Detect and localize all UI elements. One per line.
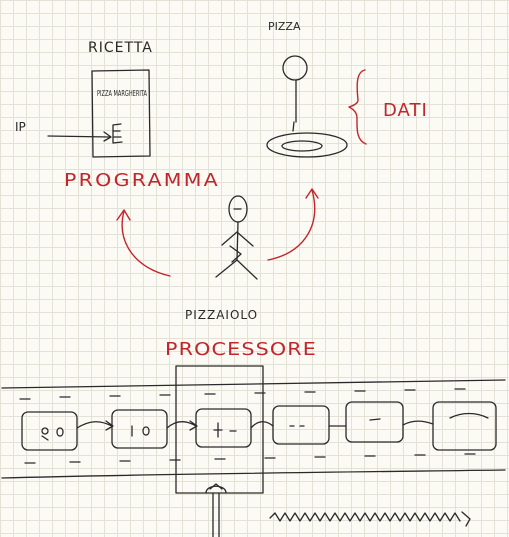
recipe-steps	[112, 123, 123, 144]
process-box-5	[345, 401, 404, 443]
process-box-1	[21, 411, 78, 451]
ip-label: IP	[15, 120, 26, 134]
processore-label: PROCESSORE	[165, 339, 317, 360]
process-box-2	[111, 409, 168, 449]
arrow-to-programma	[116, 209, 171, 277]
programma-label: PROGRAMMA	[64, 170, 220, 191]
flow-arrow-2	[166, 420, 198, 431]
process-box-6	[432, 401, 497, 451]
ip-arrow	[47, 131, 112, 142]
arrow-to-dati	[267, 188, 319, 261]
dati-brace	[348, 69, 367, 145]
pizzaiolo-figure	[215, 195, 258, 280]
flow-arrow-3	[250, 421, 274, 429]
recipe-card	[91, 69, 151, 158]
recipe-title-text: PIZZA MARGHERITA	[97, 89, 147, 98]
process-box-4	[272, 405, 330, 445]
pizzaiolo-label: PIZZAIOLO	[185, 308, 258, 322]
bottom-squiggle	[269, 511, 471, 527]
ricetta-label: RICETTA	[88, 40, 153, 56]
pizza-peel-drawing	[266, 55, 348, 158]
dati-label: DATI	[383, 100, 428, 121]
flow-arrow-1	[76, 420, 114, 431]
process-box-3-active	[195, 408, 252, 448]
processor-pointer	[205, 483, 227, 537]
conveyor-belt	[1, 379, 506, 479]
flow-arrow-5	[402, 420, 434, 426]
pizza-label: PIZZA	[268, 20, 301, 33]
